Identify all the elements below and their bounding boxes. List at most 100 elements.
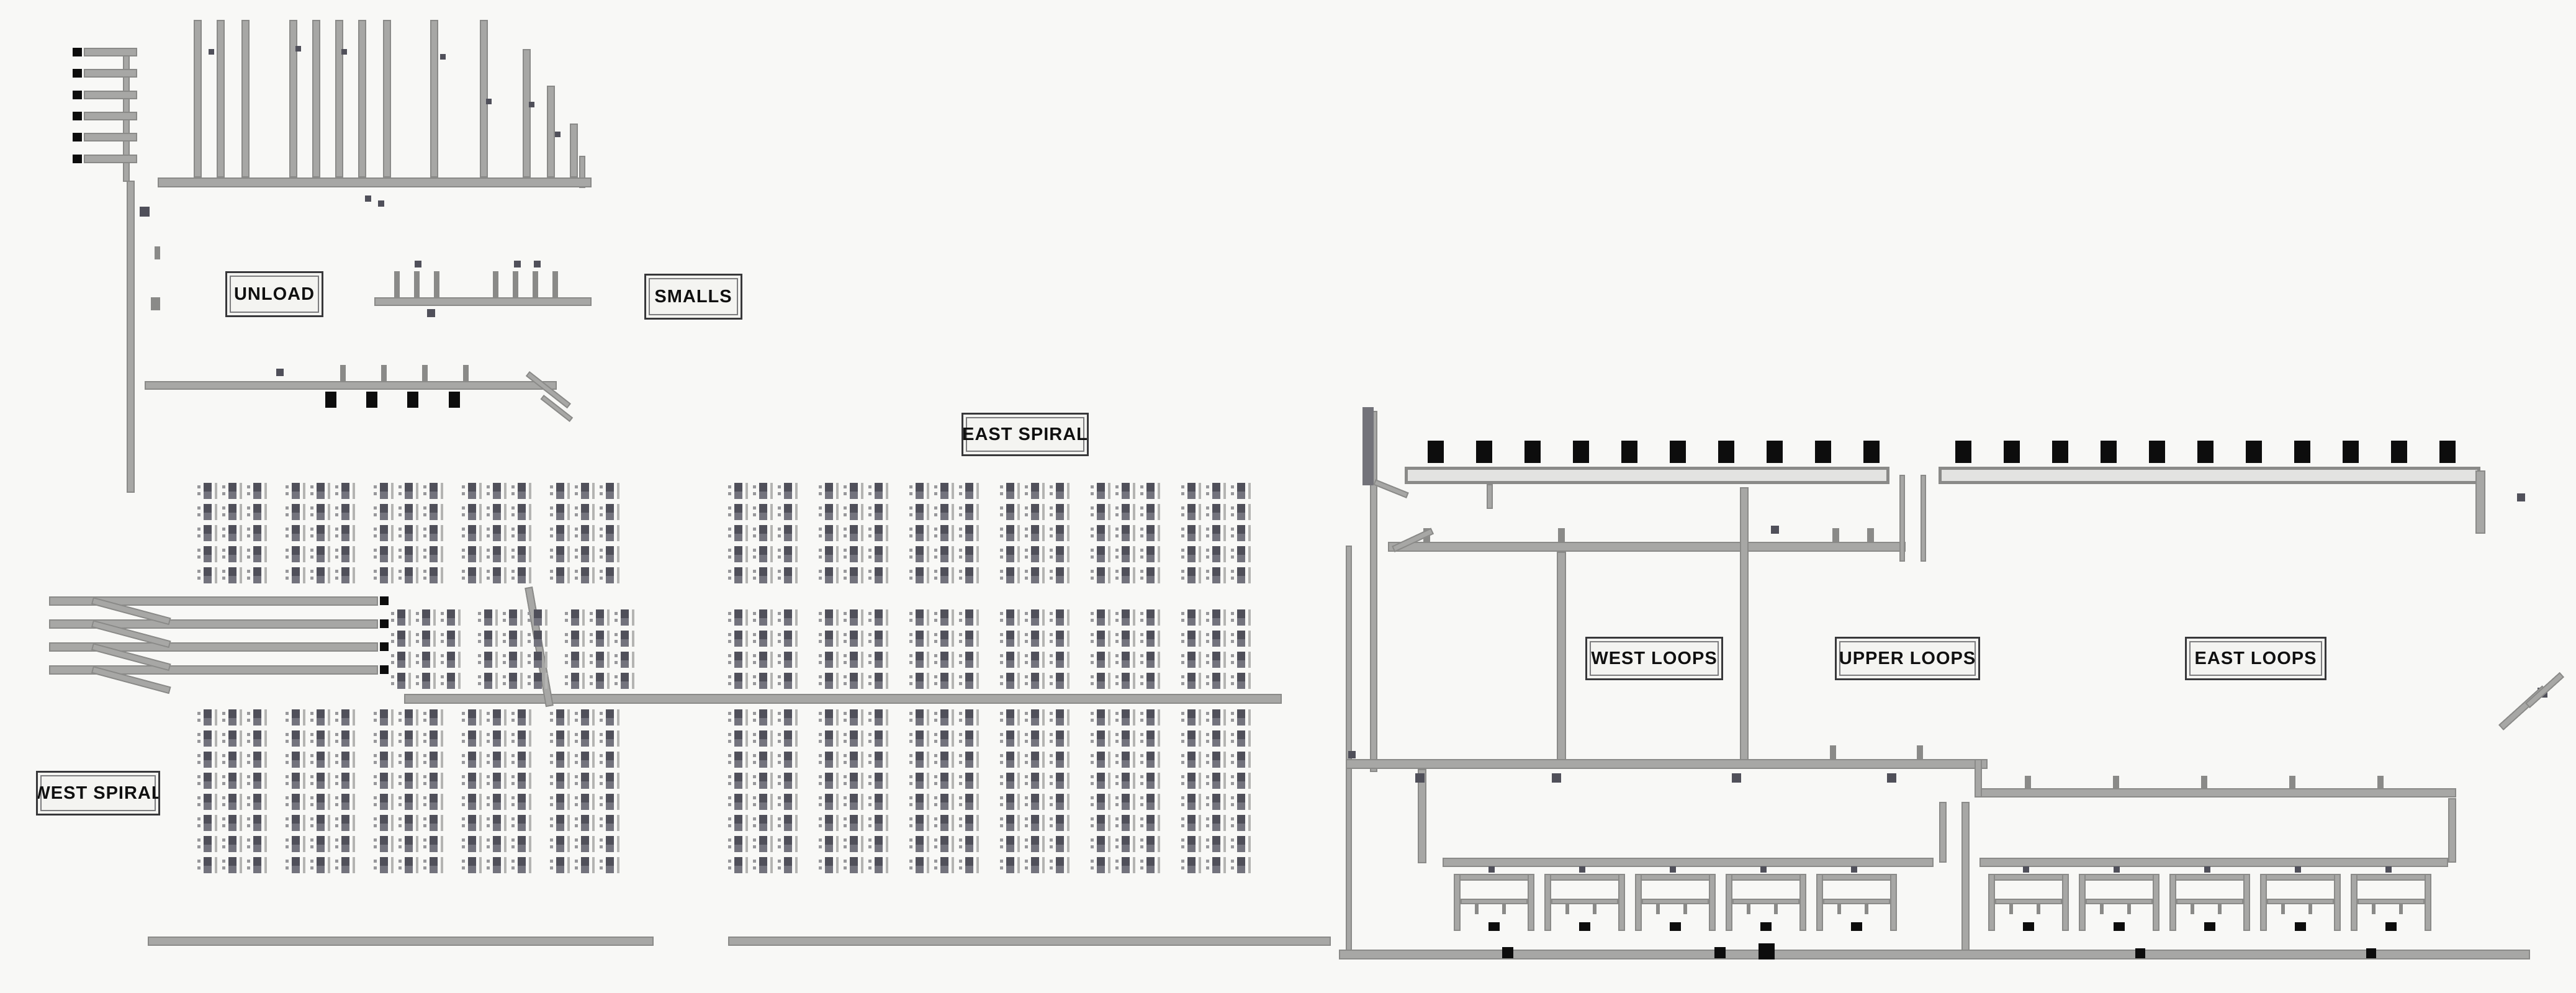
rack-dot: [868, 817, 871, 820]
sorter-cell: [405, 794, 413, 810]
sorter-cell: [850, 504, 858, 520]
sorter-cell: [468, 483, 476, 499]
sorter-rail: [592, 794, 595, 810]
sorter-cell: [784, 609, 792, 626]
rack-dot: [778, 513, 781, 516]
rack-dot: [909, 845, 912, 848]
sorter-cell: [734, 483, 742, 499]
rack-dot: [391, 633, 394, 636]
rack-dot: [374, 528, 377, 531]
sorter-rail: [1042, 836, 1045, 852]
rack-dot: [909, 612, 912, 615]
rack-dot: [1181, 866, 1184, 869]
sorter-rail: [529, 483, 531, 499]
rack-dot: [1050, 619, 1053, 622]
sorter-rail: [215, 836, 217, 852]
sorter-rail: [927, 794, 929, 810]
rack-dot: [1115, 803, 1119, 806]
rack-dot: [868, 506, 871, 510]
rack-dot: [590, 661, 593, 664]
sorter-rail: [632, 609, 634, 626]
rack-dot: [1231, 824, 1234, 827]
rack-dot: [1091, 570, 1094, 573]
loop-drive: [2114, 922, 2125, 931]
sorter-rail: [416, 836, 418, 852]
rack-dot: [844, 549, 847, 552]
rack-dot: [728, 528, 731, 531]
rack-dot: [959, 619, 962, 622]
sorter-cell: [1122, 609, 1130, 626]
rack-dot: [1206, 866, 1209, 869]
sorter-cell: [596, 609, 604, 626]
sorter-rail: [592, 730, 595, 747]
rack-dot: [1115, 782, 1119, 785]
sorter-cell: [447, 673, 455, 689]
conveyor-riser: [1921, 475, 1926, 562]
rack-dot: [1091, 555, 1094, 559]
sorter-rail: [1199, 730, 1201, 747]
rack-dot: [1181, 654, 1184, 657]
rack-dot: [286, 570, 289, 573]
sorter-cell: [204, 730, 212, 747]
equipment-marker: [341, 49, 347, 55]
sorter-cell: [1212, 609, 1220, 626]
sorter-cell: [1056, 730, 1064, 747]
sorter-rail: [861, 857, 863, 873]
rack-dot: [511, 712, 515, 715]
sorter-cell: [317, 525, 325, 541]
sorter-rail: [836, 773, 839, 789]
rack-dot: [615, 612, 618, 615]
sorter-rail: [416, 709, 418, 726]
rack-dot: [399, 528, 402, 531]
loop-tap: [1832, 528, 1839, 542]
rack-dot: [487, 506, 490, 510]
rack-dot: [909, 803, 912, 806]
rack-dot: [959, 775, 962, 778]
rack-dot: [286, 754, 289, 757]
sorter-cell: [759, 730, 767, 747]
dock-lane: [84, 69, 137, 78]
sorter-rail: [391, 752, 394, 768]
rack-dot: [487, 775, 490, 778]
rack-dot: [565, 661, 568, 664]
rack-dot: [575, 528, 578, 531]
rack-dot: [1206, 838, 1209, 842]
rack-dot: [819, 577, 822, 580]
rack-dot: [487, 570, 490, 573]
sorter-cell: [405, 525, 413, 541]
rack-dot: [247, 528, 250, 531]
sorter-rail: [927, 836, 929, 852]
sorter-cell: [228, 525, 236, 541]
rack-dot: [1091, 534, 1094, 537]
sorter-cell: [380, 546, 388, 562]
rack-dot: [310, 719, 313, 722]
sorter-cell: [380, 567, 388, 583]
rack-dot: [1206, 654, 1209, 657]
sorter-cell: [1146, 794, 1155, 810]
sorter-cell: [875, 652, 883, 668]
sorter-cell: [253, 857, 261, 873]
sorter-cell: [875, 567, 883, 583]
rack-dot: [1025, 506, 1028, 510]
sorter-rail: [1133, 815, 1135, 831]
rack-dot: [1206, 612, 1209, 615]
rack-dot: [1091, 782, 1094, 785]
sorter-rail: [1108, 836, 1110, 852]
upper-loop-conveyor-west: [1405, 467, 1889, 484]
sorter-cell: [1187, 609, 1196, 626]
rack-dot: [844, 803, 847, 806]
rack-dot: [286, 534, 289, 537]
sorter-rail: [1042, 794, 1045, 810]
rack-dot: [335, 838, 338, 842]
sorter-rail: [264, 836, 267, 852]
sorter-cell: [571, 631, 579, 647]
loop-sensor: [1760, 866, 1767, 873]
rack-dot: [462, 754, 465, 757]
rack-dot: [753, 640, 756, 643]
rack-dot: [1025, 513, 1028, 516]
sorter-cell: [875, 836, 883, 852]
sorter-rail: [353, 567, 355, 583]
rack-dot: [286, 506, 289, 510]
rack-dot: [819, 485, 822, 488]
rack-dot: [335, 712, 338, 715]
